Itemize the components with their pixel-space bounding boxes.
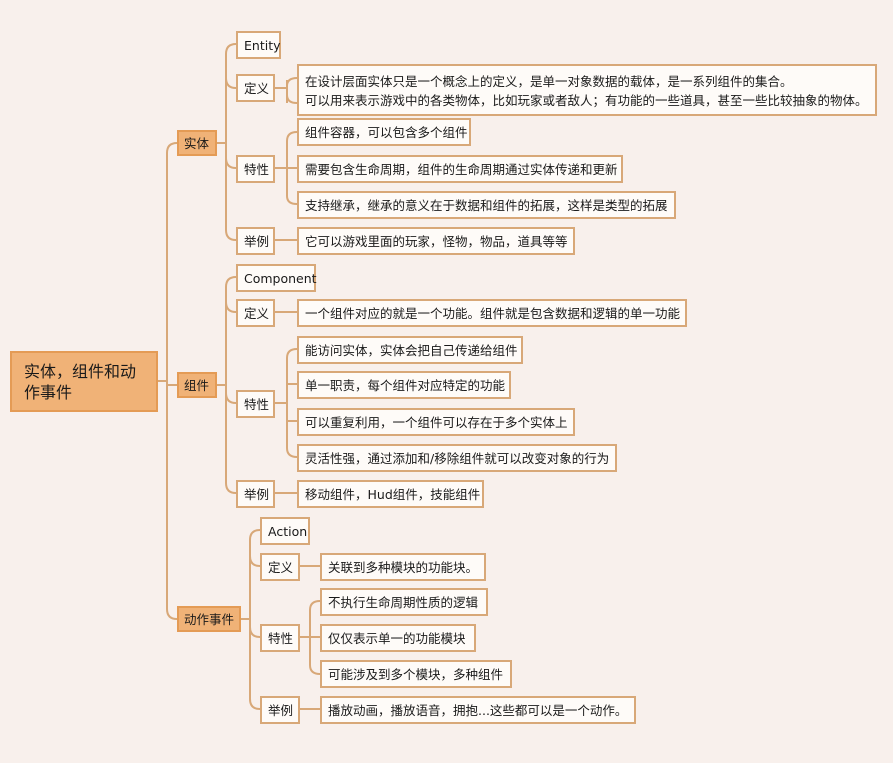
component-definition-label[interactable]: 定义 [236,299,275,327]
action-feature-item[interactable]: 仅仅表示单一的功能模块 [320,624,476,652]
entity-feature-item[interactable]: 支持继承，继承的意义在于数据和组件的拓展，这样是类型的拓展 [297,191,676,219]
category-component[interactable]: 组件 [177,372,217,398]
root-title: 实体，组件和动作事件 [24,362,137,402]
component-feature-item[interactable]: 可以重复利用，一个组件可以存在于多个实体上 [297,408,575,436]
component-ex-label-text: 举例 [244,487,270,502]
action-name-node[interactable]: Action [260,517,310,545]
component-feature-text: 单一职责，每个组件对应特定的功能 [305,378,506,393]
action-definition-text[interactable]: 关联到多种模块的功能块。 [320,553,486,581]
action-name: Action [268,524,308,539]
component-feature-text: 可以重复利用，一个组件可以存在于多个实体上 [305,415,568,430]
action-feature-item[interactable]: 可能涉及到多个模块，多种组件 [320,660,512,688]
entity-def-line2: 可以用来表示游戏中的各类物体，比如玩家或者敌人；有功能的一些道具，甚至一些比较抽… [305,93,868,108]
entity-example-label[interactable]: 举例 [236,227,275,255]
entity-definition-label[interactable]: 定义 [236,74,275,102]
entity-example-content: 它可以游戏里面的玩家，怪物，物品，道具等等 [305,234,568,249]
root-connector [158,142,178,620]
entity-feature-item[interactable]: 需要包含生命周期，组件的生命周期通过实体传递和更新 [297,155,623,183]
action-def-label-text: 定义 [268,560,294,575]
entity-name-node[interactable]: Entity [236,31,281,59]
action-feature-text: 仅仅表示单一的功能模块 [328,631,466,646]
component-feature-text: 灵活性强，通过添加和/移除组件就可以改变对象的行为 [305,451,610,466]
category-entity-label: 实体 [184,136,210,151]
component-feature-item[interactable]: 单一职责，每个组件对应特定的功能 [297,371,511,399]
entity-feature-item[interactable]: 组件容器，可以包含多个组件 [297,118,471,146]
entity-feature-text: 需要包含生命周期，组件的生命周期通过实体传递和更新 [305,162,618,177]
action-feature-text: 不执行生命周期性质的逻辑 [328,595,479,610]
entity-def-line1: 在设计层面实体只是一个概念上的定义，是单一对象数据的载体，是一系列组件的集合。 [305,74,793,89]
action-connector [241,529,261,710]
action-feat-label-text: 特性 [268,631,294,646]
component-features-label[interactable]: 特性 [236,390,275,418]
action-example-text[interactable]: 播放动画，播放语音，拥抱...这些都可以是一个动作。 [320,696,636,724]
action-ex-label-text: 举例 [268,703,294,718]
entity-feature-text: 组件容器，可以包含多个组件 [305,125,468,140]
entity-connector [217,43,237,241]
entity-def-label-text: 定义 [244,81,270,96]
entity-definition-text[interactable]: 在设计层面实体只是一个概念上的定义，是单一对象数据的载体，是一系列组件的集合。 … [297,64,877,116]
category-action-label: 动作事件 [184,612,235,627]
action-definition-label[interactable]: 定义 [260,553,300,581]
action-example-content: 播放动画，播放语音，拥抱...这些都可以是一个动作。 [328,703,628,718]
component-feature-text: 能访问实体，实体会把自己传递给组件 [305,343,518,358]
entity-example-text[interactable]: 它可以游戏里面的玩家，怪物，物品，道具等等 [297,227,575,255]
component-feat-label-text: 特性 [244,397,270,412]
entity-feat-label-text: 特性 [244,162,270,177]
component-def-label-text: 定义 [244,306,270,321]
entity-features-label[interactable]: 特性 [236,155,275,183]
action-example-label[interactable]: 举例 [260,696,300,724]
component-example-text[interactable]: 移动组件，Hud组件，技能组件 [297,480,484,508]
component-name: Component [244,271,317,286]
root-topic[interactable]: 实体，组件和动作事件 [10,351,158,412]
action-feature-item[interactable]: 不执行生命周期性质的逻辑 [320,588,488,616]
category-component-label: 组件 [184,378,210,393]
entity-feature-text: 支持继承，继承的意义在于数据和组件的拓展，这样是类型的拓展 [305,198,668,213]
component-feature-item[interactable]: 能访问实体，实体会把自己传递给组件 [297,336,523,364]
entity-ex-label-text: 举例 [244,234,270,249]
entity-name: Entity [244,38,281,53]
action-def-content: 关联到多种模块的功能块。 [328,560,479,575]
component-example-content: 移动组件，Hud组件，技能组件 [305,487,481,502]
component-def-content: 一个组件对应的就是一个功能。组件就是包含数据和逻辑的单一功能 [305,306,681,321]
action-features-label[interactable]: 特性 [260,624,300,652]
category-entity[interactable]: 实体 [177,130,217,156]
category-action[interactable]: 动作事件 [177,606,241,632]
action-feature-text: 可能涉及到多个模块，多种组件 [328,667,504,682]
component-definition-text[interactable]: 一个组件对应的就是一个功能。组件就是包含数据和逻辑的单一功能 [297,299,687,327]
component-name-node[interactable]: Component [236,264,317,292]
component-feature-item[interactable]: 灵活性强，通过添加和/移除组件就可以改变对象的行为 [297,444,617,472]
component-example-label[interactable]: 举例 [236,480,275,508]
component-connector [217,276,237,494]
